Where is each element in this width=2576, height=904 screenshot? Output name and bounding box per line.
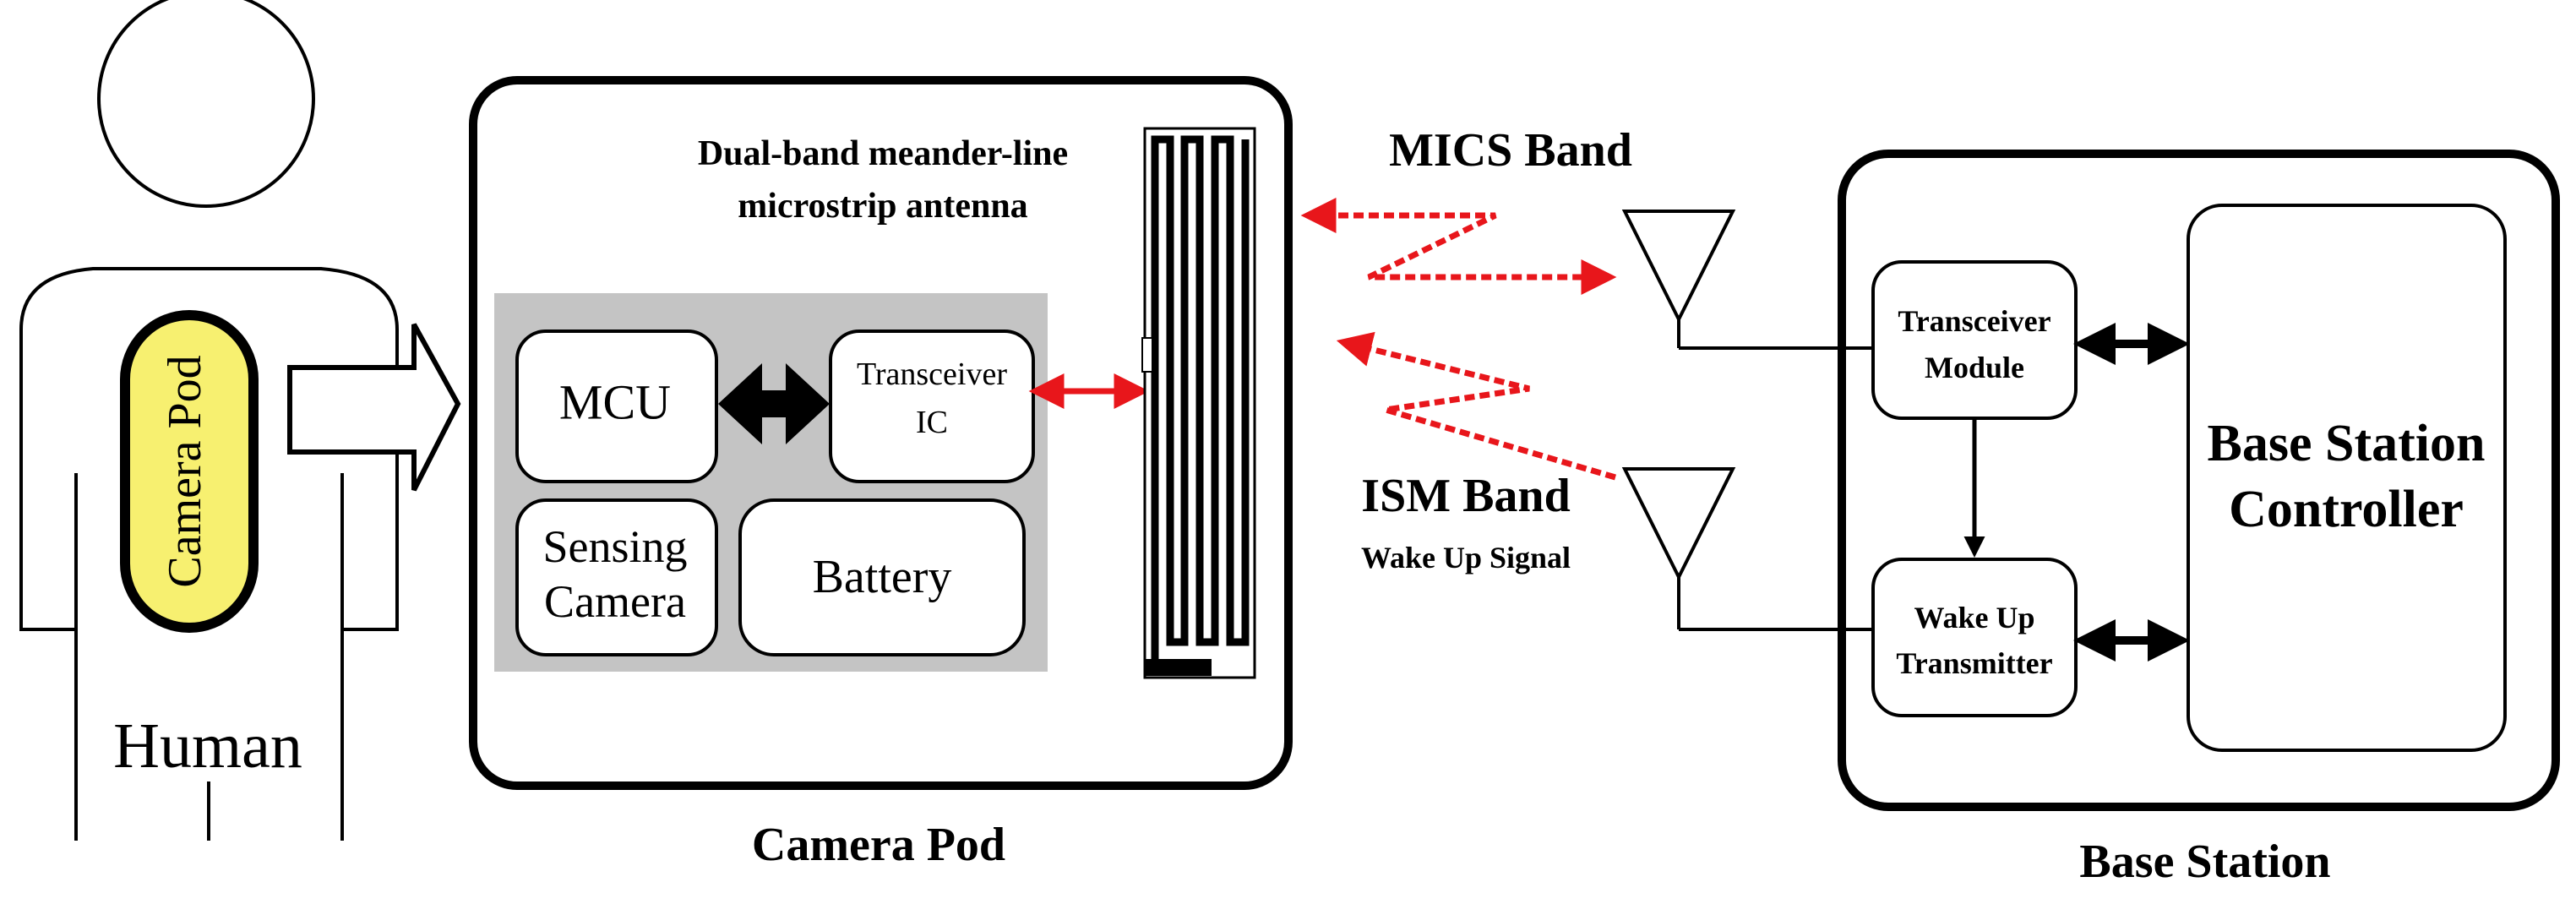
camera-pod-capsule-label: Camera Pod [159, 355, 211, 587]
mics-band-label: MICS Band [1389, 124, 1632, 177]
sensing-camera-line2: Camera [544, 576, 686, 627]
camera-pod-caption: Camera Pod [752, 819, 1005, 871]
meander-antenna [1141, 127, 1256, 679]
wakeup-transmitter-line1: Wake Up [1914, 601, 2034, 634]
pod-transceiver-line2: IC [916, 405, 948, 440]
bs-transceiver-block [1871, 260, 2078, 420]
mcu-transceiver-arrow [718, 363, 830, 444]
controller-line1: Base Station [2208, 415, 2486, 472]
controller-block [2187, 204, 2507, 752]
camera-pod-box [469, 76, 1293, 790]
human-figure [19, 0, 399, 841]
antenna-label-line2: microstrip antenna [738, 187, 1027, 226]
antenna-feed-point [1141, 337, 1153, 373]
antenna-meander-trace [1151, 135, 1250, 663]
battery-label: Battery [813, 551, 952, 603]
antenna-mics [1621, 210, 1876, 350]
antenna-feed [1146, 659, 1212, 676]
human-body-outline [19, 267, 399, 841]
bs-transceiver-line1: Transceiver [1898, 304, 2050, 338]
human-head [97, 0, 315, 208]
antenna-ism [1621, 467, 1876, 631]
antenna-ism-triangle [1621, 467, 1736, 581]
pod-transceiver-line1: Transceiver [857, 357, 1007, 392]
camera-pod-capsule [120, 310, 259, 633]
antenna-label-line1: Dual-band meander-line [698, 134, 1068, 173]
ism-band-signal [1336, 331, 1616, 481]
sensing-camera-line1: Sensing [542, 521, 687, 572]
mics-band-signal [1300, 198, 1617, 295]
antenna-mics-triangle [1621, 210, 1736, 324]
bs-transceiver-line2: Module [1925, 351, 2024, 384]
wakeup-transmitter-line2: Transmitter [1896, 646, 2052, 680]
sensing-camera-block [515, 498, 718, 656]
human-to-pod-arrow [287, 323, 461, 492]
ism-band-label: ISM Band [1361, 470, 1570, 522]
base-station-box [1838, 150, 2560, 811]
mcu-label: MCU [559, 374, 671, 429]
base-station-caption: Base Station [2079, 836, 2330, 888]
mcu-block [515, 329, 718, 483]
human-label: Human [113, 711, 302, 781]
controller-line2: Controller [2229, 481, 2464, 538]
wakeup-transmitter-block [1871, 558, 2078, 717]
wakeup-signal-label: Wake Up Signal [1361, 541, 1571, 575]
battery-block [738, 498, 1026, 656]
